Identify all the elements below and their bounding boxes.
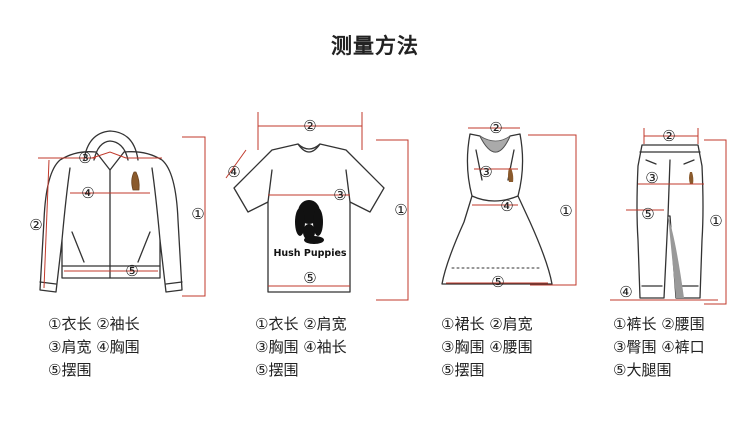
marker-2: ② — [303, 117, 316, 135]
marker-4: ④ — [81, 184, 94, 202]
marker-1: ① — [709, 212, 722, 230]
dress-illustration — [441, 133, 553, 285]
brand-logo-icon — [689, 172, 694, 184]
legend-line: ⑤摆围 — [48, 361, 92, 379]
marker-1: ① — [559, 202, 572, 220]
legend-line: ③胸围 ④袖长 — [255, 338, 347, 356]
dress-lining-shading — [479, 135, 511, 153]
legend-line: ①衣长 ②肩宽 — [255, 315, 347, 333]
brand-text: Hush Puppies — [273, 248, 346, 259]
legend-line: ①裤长 ②腰围 — [613, 315, 705, 333]
legend-line: ③臀围 ④裤口 — [613, 338, 705, 356]
page-title: 测量方法 — [331, 34, 419, 58]
jacket-legend: ①衣长 ②袖长 ③肩宽 ④胸围 ⑤摆围 — [48, 313, 140, 382]
tshirt-legend: ①衣长 ②肩宽 ③胸围 ④袖长 ⑤摆围 — [255, 313, 347, 382]
legend-line: ⑤大腿围 — [613, 361, 672, 379]
brand-logo-icon — [508, 168, 514, 182]
marker-4: ④ — [619, 283, 632, 301]
measurement-lines — [38, 112, 727, 305]
legend-line: ①衣长 ②袖长 — [48, 315, 140, 333]
pants-illustration — [636, 144, 704, 299]
marker-2: ② — [489, 119, 502, 137]
marker-4: ④ — [227, 163, 240, 181]
pants-legend: ①裤长 ②腰围 ③臀围 ④裤口 ⑤大腿围 — [613, 313, 705, 382]
marker-1: ① — [394, 201, 407, 219]
brand-logo-icon — [131, 171, 140, 191]
jacket-illustration — [39, 130, 183, 293]
tshirt-illustration — [233, 143, 385, 293]
marker-4: ④ — [500, 197, 513, 215]
marker-3: ③ — [479, 163, 492, 181]
legend-line: ⑤摆围 — [441, 361, 485, 379]
marker-3: ③ — [333, 186, 346, 204]
legend-line: ③胸围 ④腰围 — [441, 338, 533, 356]
brand-logo-icon — [295, 200, 324, 244]
dress-legend: ①裙长 ②肩宽 ③胸围 ④腰围 ⑤摆围 — [441, 313, 533, 382]
marker-1: ① — [191, 205, 204, 223]
marker-5: ⑤ — [125, 262, 138, 280]
marker-5: ⑤ — [641, 205, 654, 223]
pants-inseam-shading — [668, 216, 684, 298]
legend-line: ①裙长 ②肩宽 — [441, 315, 533, 333]
marker-3: ③ — [78, 149, 91, 167]
marker-2: ② — [662, 127, 675, 145]
marker-5: ⑤ — [491, 273, 504, 291]
marker-3: ③ — [645, 169, 658, 187]
marker-2: ② — [29, 216, 42, 234]
marker-5: ⑤ — [303, 269, 316, 287]
legend-line: ③肩宽 ④胸围 — [48, 338, 140, 356]
legend-line: ⑤摆围 — [255, 361, 299, 379]
